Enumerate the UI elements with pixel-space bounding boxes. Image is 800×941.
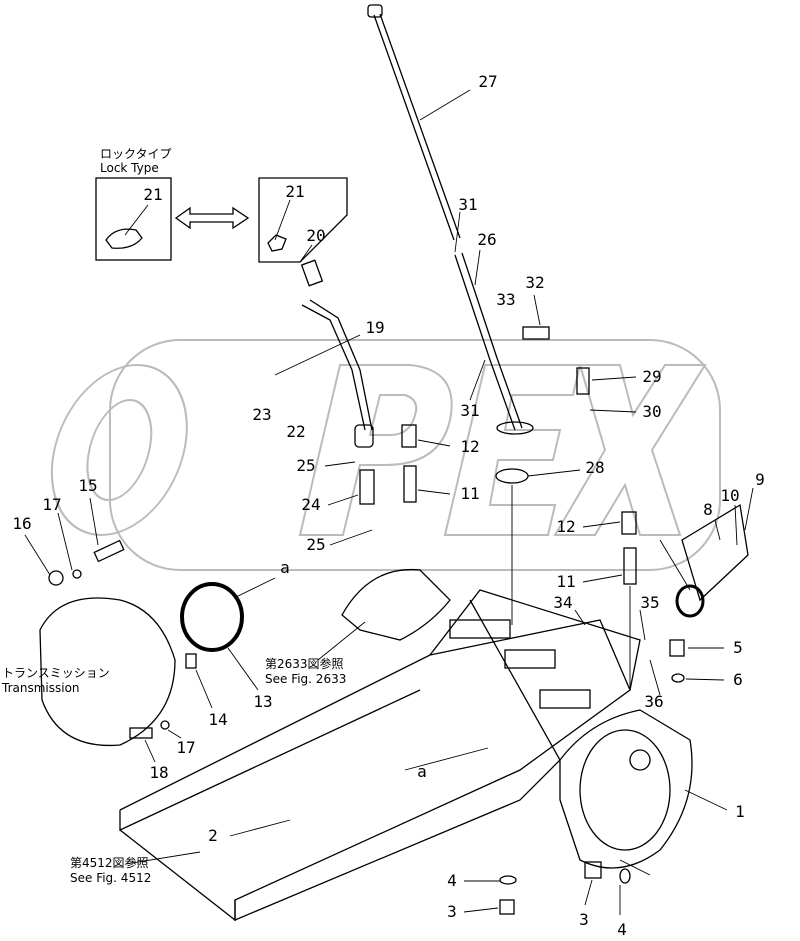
callout-36: 36 xyxy=(644,692,664,711)
callout-25: 25 xyxy=(306,535,326,554)
callout-27: 27 xyxy=(478,72,498,91)
lock-type-label-en: Lock Type xyxy=(100,161,159,175)
callout-19: 19 xyxy=(365,318,385,337)
callout-a: a xyxy=(417,762,427,781)
callout-3: 3 xyxy=(447,902,457,921)
callout-21: 21 xyxy=(285,182,305,201)
transmission-label-en: Transmission xyxy=(2,681,80,695)
callout-23: 23 xyxy=(252,405,272,424)
callout-11: 11 xyxy=(556,572,576,591)
callout-14: 14 xyxy=(208,710,228,729)
cover-housing xyxy=(341,568,451,641)
callout-31: 31 xyxy=(458,195,478,214)
gauge-tube xyxy=(454,252,534,435)
callout-18: 18 xyxy=(149,763,169,782)
callout-17: 17 xyxy=(176,738,196,757)
callout-21: 21 xyxy=(143,185,163,204)
callout-31: 31 xyxy=(460,401,480,420)
callout-6: 6 xyxy=(733,670,743,689)
callout-24: 24 xyxy=(301,495,321,514)
dipstick xyxy=(367,4,461,241)
callout-1: 1 xyxy=(735,802,745,821)
lock-type-box xyxy=(95,177,172,261)
callout-12: 12 xyxy=(460,437,480,456)
transmission-label-jp: トランスミッション xyxy=(2,666,110,680)
callout-13: 13 xyxy=(253,692,273,711)
callout-10: 10 xyxy=(720,486,740,505)
callout-16: 16 xyxy=(12,514,32,533)
callout-8: 8 xyxy=(703,500,713,519)
fig4512-ref-jp: 第4512図参照 xyxy=(70,856,149,870)
callout-9: 9 xyxy=(755,470,765,489)
callout-4: 4 xyxy=(617,920,627,939)
callout-28: 28 xyxy=(585,458,605,477)
double-arrow xyxy=(174,206,250,230)
callout-12: 12 xyxy=(556,517,576,536)
callout-29: 29 xyxy=(642,367,662,386)
alt-type-box xyxy=(258,177,348,263)
breather-tube xyxy=(301,299,373,431)
fig2633-ref-en: See Fig. 2633 xyxy=(265,672,347,686)
main-frame xyxy=(119,589,693,922)
callout-25: 25 xyxy=(296,456,316,475)
callout-32: 32 xyxy=(525,273,545,292)
callout-34: 34 xyxy=(553,593,573,612)
callout-11: 11 xyxy=(460,484,480,503)
callout-17: 17 xyxy=(42,495,62,514)
lock-type-label-jp: ロックタイプ xyxy=(100,147,172,161)
callout-33: 33 xyxy=(496,290,516,309)
callout-a: a xyxy=(280,558,290,577)
callout-22: 22 xyxy=(286,422,306,441)
fig4512-ref-en: See Fig. 4512 xyxy=(70,871,152,885)
o-ring xyxy=(180,582,244,652)
callout-3: 3 xyxy=(579,910,589,929)
callout-30: 30 xyxy=(642,402,662,421)
callout-15: 15 xyxy=(78,476,98,495)
transmission xyxy=(39,597,176,747)
callout-4: 4 xyxy=(447,871,457,890)
callout-20: 20 xyxy=(306,226,326,245)
callout-35: 35 xyxy=(640,593,660,612)
watermark-logo xyxy=(50,339,721,571)
callout-2: 2 xyxy=(208,826,218,845)
callout-5: 5 xyxy=(733,638,743,657)
callout-26: 26 xyxy=(477,230,497,249)
fig2633-ref-jp: 第2633図参照 xyxy=(265,657,344,671)
